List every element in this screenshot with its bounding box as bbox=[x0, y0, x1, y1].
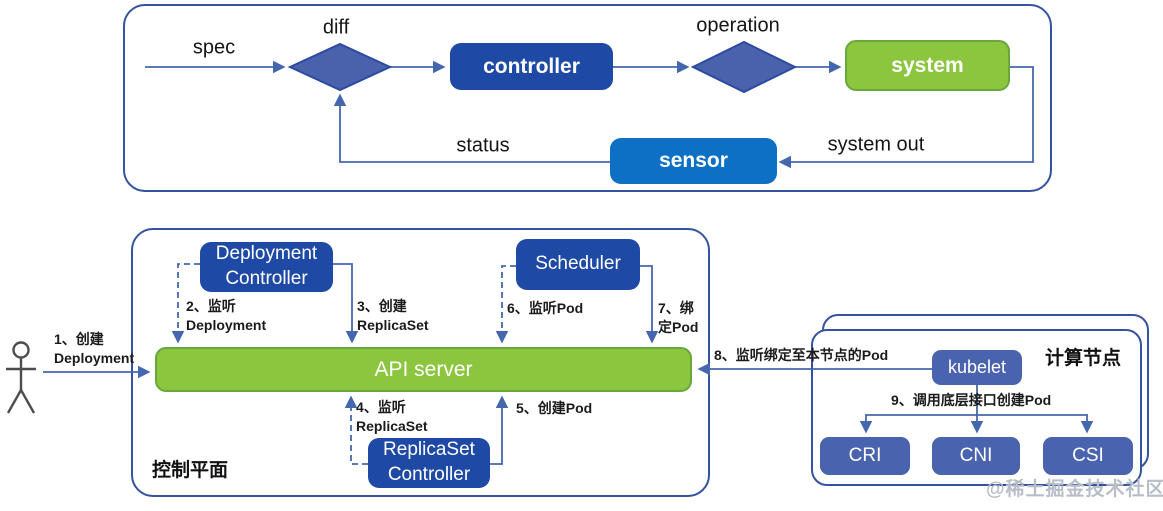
spec-label: spec bbox=[192, 36, 236, 59]
cni-node: CNI bbox=[932, 437, 1020, 475]
diff-label: diff bbox=[322, 16, 350, 39]
control-plane-title: 控制平面 bbox=[152, 460, 229, 481]
system-node: system bbox=[845, 40, 1010, 91]
step-6-label: 6、监听Pod bbox=[507, 300, 584, 316]
user-stick-figure bbox=[6, 341, 36, 414]
step-3-label: 3、创建 ReplicaSet bbox=[357, 298, 429, 333]
status-label: status bbox=[456, 134, 510, 157]
operation-label: operation bbox=[696, 14, 780, 37]
step-7-label: 7、绑 定Pod bbox=[658, 300, 699, 335]
api-server-node: API server bbox=[155, 347, 692, 392]
system-out-label: system out bbox=[827, 133, 925, 156]
kubelet-node: kubelet bbox=[932, 350, 1022, 385]
sensor-node: sensor bbox=[610, 138, 777, 184]
step-9-label: 9、调用底层接口创建Pod bbox=[891, 392, 1052, 408]
deployment-controller-node: Deployment Controller bbox=[200, 242, 333, 292]
step-4-label: 4、监听 ReplicaSet bbox=[356, 399, 428, 434]
cri-node: CRI bbox=[820, 437, 910, 475]
csi-node: CSI bbox=[1043, 437, 1133, 475]
step-5-label: 5、创建Pod bbox=[516, 400, 593, 416]
controller-node: controller bbox=[450, 43, 613, 90]
step-8-label: 8、监听绑定至本节点的Pod bbox=[714, 347, 889, 363]
step-1-label: 1、创建 Deployment bbox=[54, 331, 135, 366]
compute-node-title: 计算节点 bbox=[1045, 348, 1122, 369]
step-2-label: 2、监听 Deployment bbox=[186, 298, 267, 333]
replicaset-controller-node: ReplicaSet Controller bbox=[368, 438, 490, 488]
watermark: @稀土掘金技术社区 bbox=[986, 479, 1163, 500]
control-loop-panel bbox=[123, 4, 1052, 192]
scheduler-node: Scheduler bbox=[516, 239, 640, 290]
control-plane-panel bbox=[131, 228, 710, 497]
